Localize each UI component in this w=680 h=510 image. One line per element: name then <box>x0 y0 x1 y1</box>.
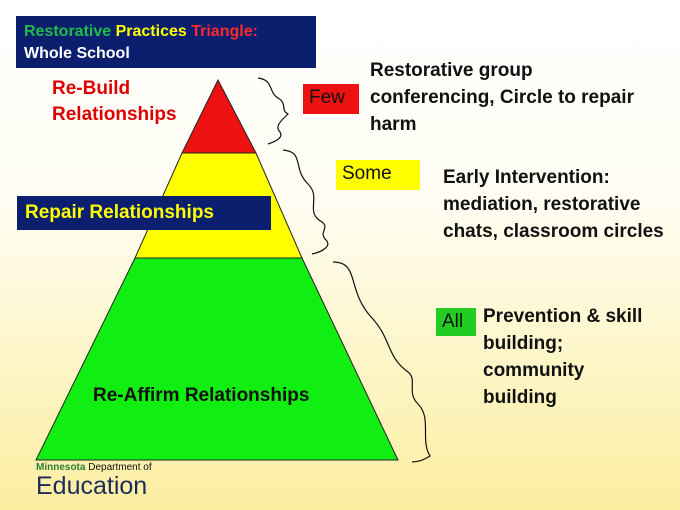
title-line-2: Whole School <box>24 45 130 62</box>
logo-department-line: Minnesota Department of <box>36 462 152 473</box>
description-some: Early Intervention: mediation, restorati… <box>443 167 664 242</box>
logo-org-suffix: Department of <box>88 462 152 473</box>
tag-some: Some <box>336 160 420 190</box>
brace-few <box>257 77 290 145</box>
title-line-1: Restorative Practices Triangle: <box>24 21 308 43</box>
top-tier-label: Re-Build Relationships <box>52 78 177 125</box>
brace-all <box>332 261 431 463</box>
pyramid-tier-bottom <box>35 257 399 461</box>
title-word-3: Triangle: <box>191 23 258 40</box>
bottom-tier-label: Re-Affirm Relationships <box>93 385 310 406</box>
logo-org-name: Minnesota <box>36 462 86 473</box>
description-few: Restorative group conferencing, Circle t… <box>370 60 634 135</box>
tag-few: Few <box>303 84 359 114</box>
description-all: Prevention & skill building; community b… <box>483 306 643 408</box>
title-box: Restorative Practices Triangle: Whole Sc… <box>16 16 316 68</box>
tag-all: All <box>436 308 476 336</box>
brace-some <box>282 149 329 255</box>
pyramid-tier-top <box>181 78 257 154</box>
title-word-1: Restorative <box>24 23 112 40</box>
middle-tier-label: Repair Relationships <box>17 196 271 230</box>
title-word-2: Practices <box>115 23 187 40</box>
mn-education-logo: Minnesota Department of Education <box>36 462 152 499</box>
logo-wordmark: Education <box>36 472 148 500</box>
